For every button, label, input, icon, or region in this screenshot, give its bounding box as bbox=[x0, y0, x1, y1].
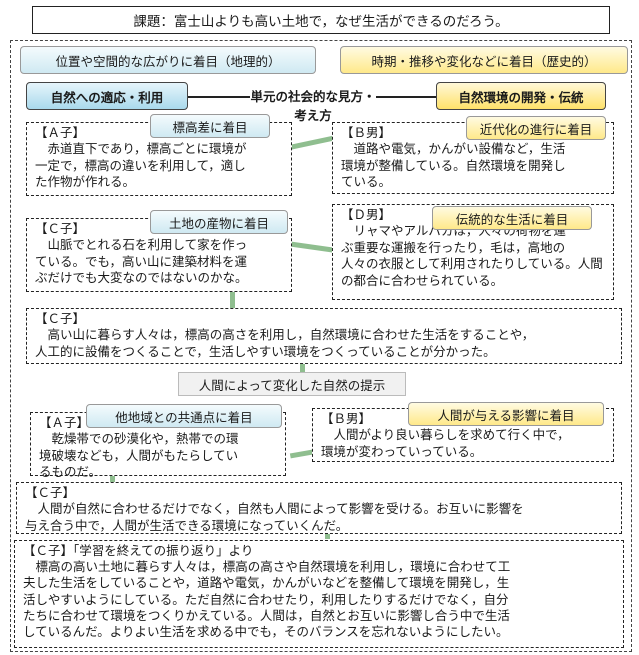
summary-text: 高い山に暮らす人々は，標高の高さを利用し，自然環境に合わせた生活をすることや， … bbox=[35, 327, 535, 359]
hist-heading: 時期・推移や変化などに着目（歴史的） bbox=[340, 46, 628, 74]
develop-heading: 自然環境の開発・伝統 bbox=[436, 82, 606, 110]
card-text: 道路や電気，かんがい設備など，生活 環境が整備している。自然環境を開発し ている… bbox=[341, 141, 566, 189]
center-heading: 単元の社会的な見方・考え方 bbox=[250, 86, 376, 124]
reflection-box: 【Ｃ子】「学習を終えての振り返り」より 標高の高い土地に暮らす人々は，標高の高さ… bbox=[14, 540, 624, 648]
reflection-header: 【Ｃ子】「学習を終えての振り返り」より bbox=[23, 543, 254, 558]
card-text: 山脈でとれる石を利用して家を作っ ている。でも，高い山に建築材料を運 ぶだけでも… bbox=[35, 237, 248, 285]
speaker-label: 【Ｂ男】 bbox=[321, 411, 372, 426]
speaker-label: 【Ｄ男】 bbox=[341, 207, 392, 222]
reflection-text: 標高の高い土地に暮らす人々は，標高の高さや自然環境を利用し，環境に合わせて工 夫… bbox=[23, 559, 511, 640]
card-text: 乾燥帯での砂漠化や，熱帯での環 境破壊なども，人間がもたらしてい るものだ。 bbox=[39, 431, 239, 479]
card-text: 人間がより良い暮らしを求めて行く中で， 環境が変わっていっている。 bbox=[321, 427, 570, 459]
tag-traditional: 伝統的な生活に着目 bbox=[432, 206, 592, 230]
speaker-label: 【Ｃ子】 bbox=[35, 221, 86, 236]
speaker-label: 【Ｂ男】 bbox=[341, 125, 392, 140]
summary-text: 人間が自然に合わせるだけでなく，自然も人間によって影響を受ける。お互いに影響を … bbox=[25, 501, 524, 533]
prompt-box: 人間によって変化した自然の提示 bbox=[178, 372, 406, 396]
speaker-label: 【Ａ子】 bbox=[35, 125, 86, 140]
speaker-label: 【Ｃ子】 bbox=[35, 311, 86, 326]
speaker-label: 【Ｃ子】 bbox=[25, 485, 76, 500]
outer-frame bbox=[10, 40, 632, 652]
title-box: 課題：富士山よりも高い土地で，なぜ生活ができるのだろう。 bbox=[32, 6, 610, 34]
summary-2: 【Ｃ子】 人間が自然に合わせるだけでなく，自然も人間によって影響を受ける。お互い… bbox=[16, 482, 622, 534]
summary-1: 【Ｃ子】 高い山に暮らす人々は，標高の高さを利用し，自然環境に合わせた生活をする… bbox=[26, 308, 622, 364]
tag-modernization: 近代化の進行に着目 bbox=[466, 116, 606, 140]
tag-elevation: 標高差に着目 bbox=[150, 114, 270, 138]
tag-local-products: 土地の産物に着目 bbox=[150, 210, 288, 234]
connector-band bbox=[230, 290, 235, 308]
tag-common-points: 他地域との共通点に着目 bbox=[86, 404, 282, 428]
adapt-heading: 自然への適応・利用 bbox=[26, 82, 188, 110]
card-text: 赤道直下であり，標高ごとに環境が 一定で，標高の違いを利用して，適し た作物が作… bbox=[35, 141, 247, 189]
tag-human-impact: 人間が与える影響に着目 bbox=[408, 402, 604, 426]
geo-heading: 位置や空間的な広がりに着目（地理的） bbox=[20, 46, 316, 74]
card-text: リャマやアルパカは，人々の荷物を運 ぶ重要な運搬を行ったり，毛は，高地の 人々の… bbox=[341, 223, 603, 288]
speaker-label: 【Ａ子】 bbox=[39, 415, 90, 430]
page-title: 課題：富士山よりも高い土地で，なぜ生活ができるのだろう。 bbox=[133, 14, 509, 30]
